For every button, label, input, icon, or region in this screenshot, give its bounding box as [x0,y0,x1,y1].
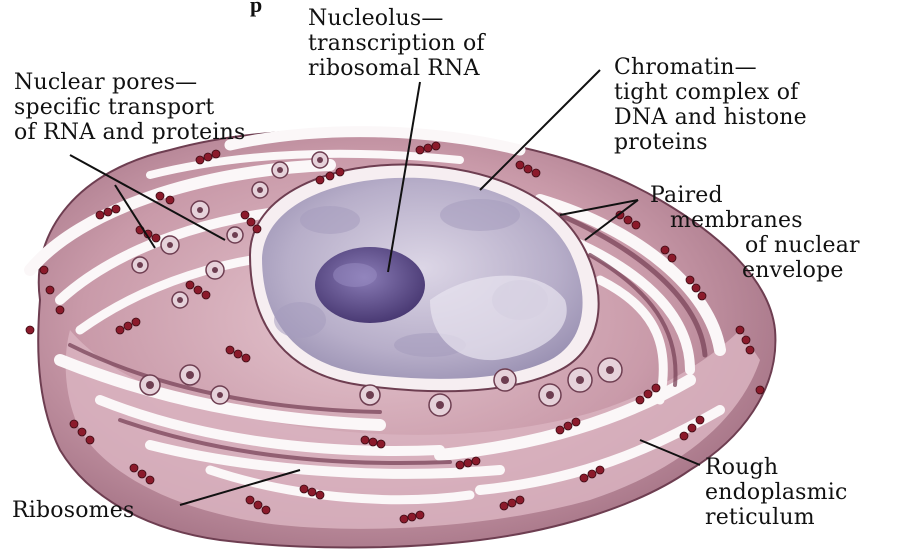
label-chromatin-line-2: tight complex of [614,80,807,105]
label-paired-membranes: Paired membranes of nuclear envelope [650,183,860,283]
label-nucleolus-line-3: ribosomal RNA [308,56,485,81]
label-chromatin-line-3: DNA and histone [614,105,807,130]
label-ribosomes-line-1: Ribosomes [12,498,134,523]
label-nuclear-pores-line-3: of RNA and proteins [14,120,245,145]
label-nuclear-pores-line-2: specific transport [14,95,245,120]
label-nucleolus-line-1: Nucleolus— [308,6,485,31]
label-rough-er-line-3: reticulum [705,505,847,530]
label-rough-er-line-1: Rough [705,455,847,480]
label-rough-er-line-2: endoplasmic [705,480,847,505]
label-nuclear-pores: Nuclear pores— specific transport of RNA… [14,70,245,145]
label-nuclear-pores-line-1: Nuclear pores— [14,70,245,95]
label-chromatin: Chromatin— tight complex of DNA and hist… [614,55,807,155]
label-paired-membranes-line-2: membranes [650,208,860,233]
label-ribosomes: Ribosomes [12,498,134,523]
label-chromatin-line-4: proteins [614,130,807,155]
label-paired-membranes-line-1: Paired [650,183,860,208]
label-rough-er: Rough endoplasmic reticulum [705,455,847,530]
label-nucleolus: Nucleolus— transcription of ribosomal RN… [308,6,485,81]
label-paired-membranes-line-4: envelope [650,258,860,283]
label-chromatin-line-1: Chromatin— [614,55,807,80]
nucleolus [315,247,425,323]
label-paired-membranes-line-3: of nuclear [650,233,860,258]
label-nucleolus-line-2: transcription of [308,31,485,56]
